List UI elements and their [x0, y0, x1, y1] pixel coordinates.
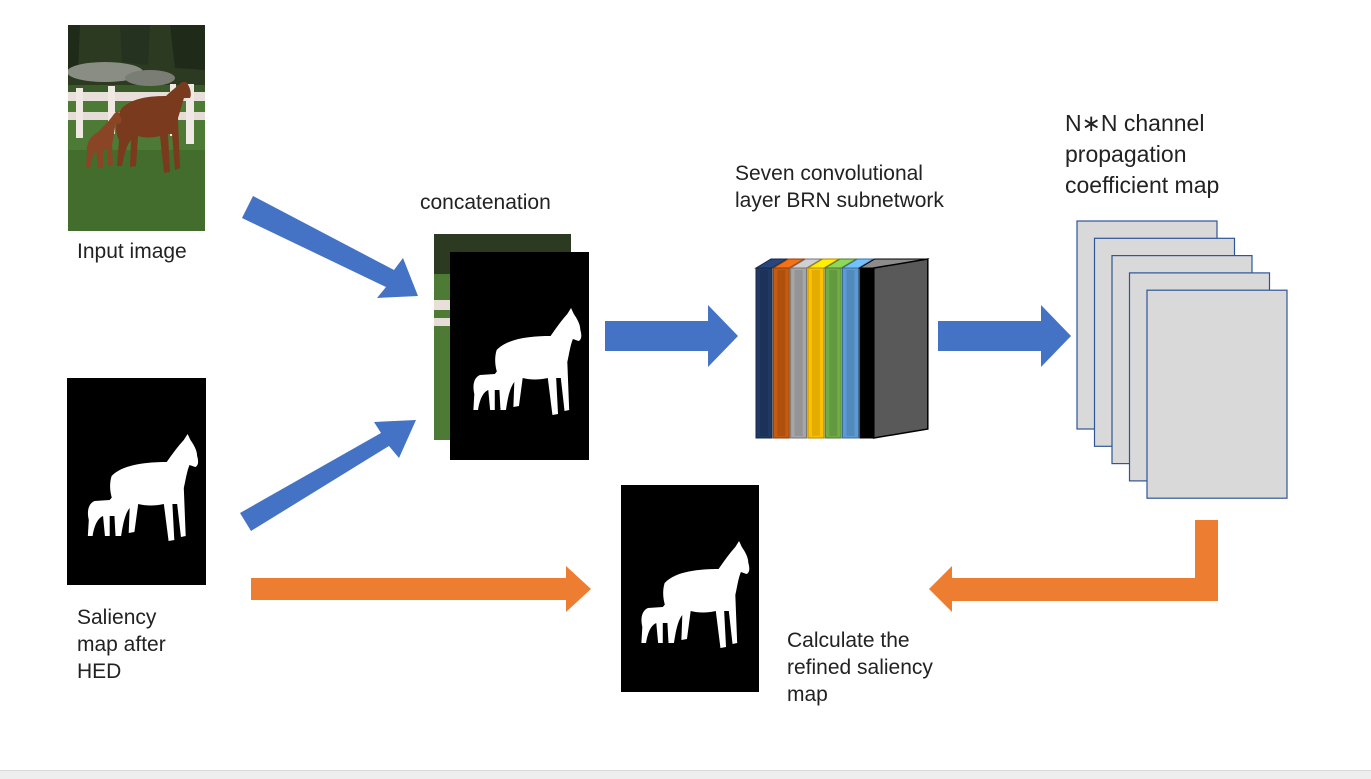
saliency-map-label: Saliency map after HED [77, 606, 166, 683]
refined-saliency-label: Calculate the refined saliency map [787, 629, 933, 706]
input-image-label: Input image [77, 240, 187, 263]
coefficient-map-label: N∗N channel propagation coefficient map [1065, 110, 1220, 198]
conv-layer-4 [806, 258, 841, 439]
concatenation-label: concatenation [420, 191, 551, 214]
arrow-input-to-concat [242, 196, 418, 298]
conv-layer-6 [840, 258, 876, 439]
bottom-bar [0, 770, 1371, 779]
conv-layer-2 [771, 258, 807, 439]
arrow-concat-to-subnetwork [605, 305, 738, 367]
saliency-map-image [67, 378, 206, 585]
refined-saliency-image [621, 485, 759, 692]
arrow-coefficient-to-refined [929, 520, 1218, 612]
conv-layer-7 [857, 258, 930, 439]
conv-layer-5 [823, 258, 859, 439]
arrow-subnetwork-to-coefficient [938, 305, 1071, 367]
brn-subnetwork-layers [754, 258, 930, 439]
input-image [68, 25, 205, 231]
conv-layer-1 [754, 258, 789, 439]
conv-layer-3 [788, 258, 824, 439]
coefficient-sheet-5 [1146, 289, 1288, 499]
coefficient-map-sheets [1076, 220, 1288, 499]
concatenation-stack [434, 234, 589, 460]
subnetwork-label: Seven convolutional layer BRN subnetwork [735, 162, 944, 212]
arrow-saliency-to-concat [240, 420, 416, 531]
arrow-saliency-to-refined [251, 566, 591, 612]
